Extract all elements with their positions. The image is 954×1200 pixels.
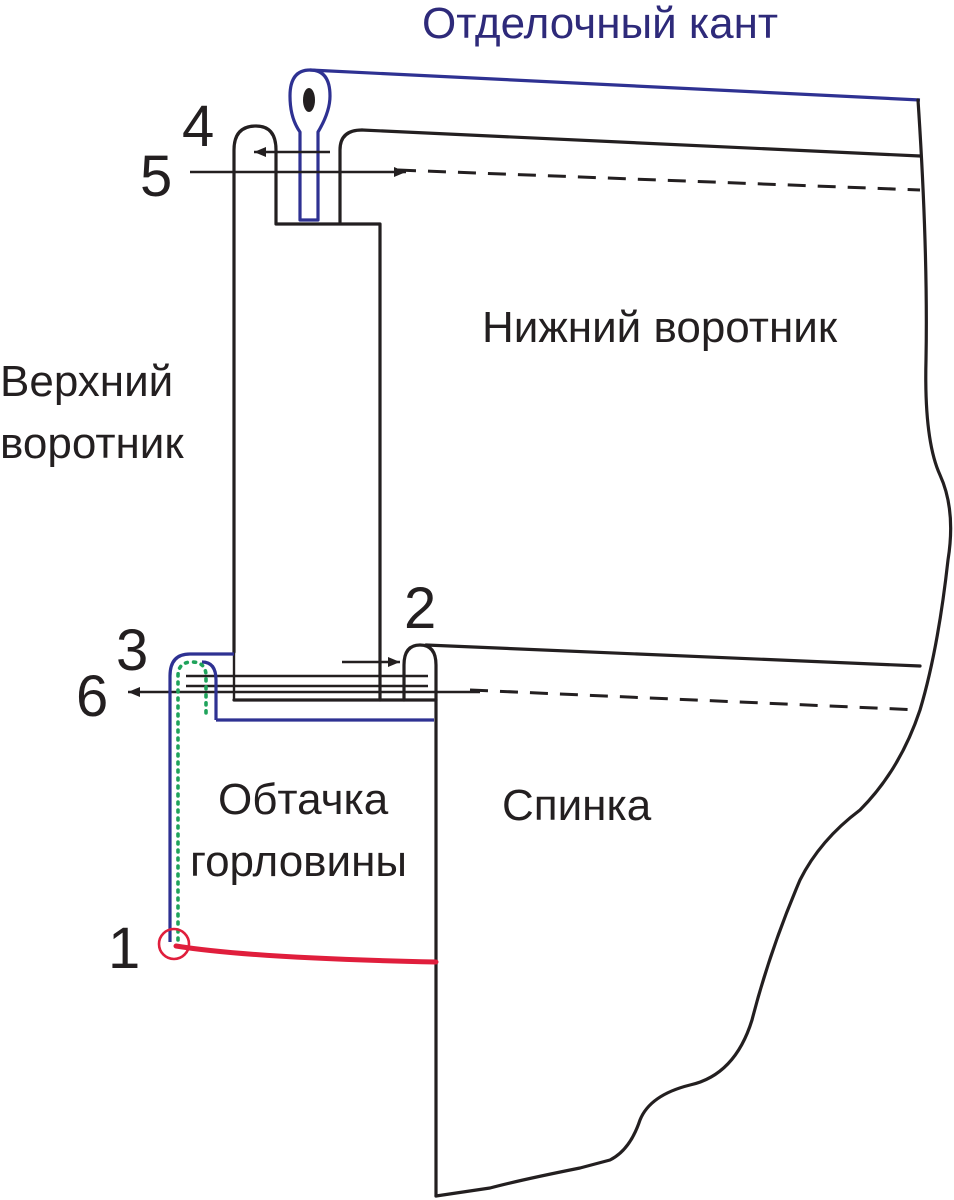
lower-collar-fold-right bbox=[338, 128, 364, 224]
red-seam-line bbox=[173, 943, 439, 965]
neckline-facing bbox=[168, 652, 434, 942]
piping-cord-dot bbox=[303, 88, 315, 112]
marker-5: 5 bbox=[140, 144, 172, 209]
label-facing-1: Обтачка bbox=[218, 775, 389, 824]
back-piece bbox=[402, 643, 922, 1198]
marker-1: 1 bbox=[108, 916, 140, 981]
marker-6: 6 bbox=[76, 664, 108, 729]
arrowhead-4 bbox=[254, 147, 266, 157]
lower-collar-dashed-seam bbox=[397, 168, 921, 192]
label-upper-collar-1: Верхний bbox=[0, 357, 173, 406]
upper-collar-outline bbox=[232, 124, 382, 702]
piping-fold bbox=[288, 68, 332, 222]
point-1-circle bbox=[157, 927, 191, 961]
back-fold-2 bbox=[402, 643, 438, 1198]
marker-2: 2 bbox=[404, 576, 436, 641]
neckline-band bbox=[128, 657, 480, 702]
shoulder-seam bbox=[157, 927, 439, 965]
label-finishing-piping: Отделочный кант bbox=[422, 0, 778, 48]
label-facing-2: горловины bbox=[190, 837, 407, 886]
piping-top-edge bbox=[309, 68, 921, 102]
arrows-top bbox=[190, 147, 406, 177]
upper-collar bbox=[232, 124, 382, 702]
back-top-edge bbox=[424, 643, 922, 668]
arrowhead-2 bbox=[388, 657, 400, 667]
arrowhead-6 bbox=[128, 687, 140, 697]
label-lower-collar: Нижний воротник bbox=[482, 303, 838, 352]
lower-collar-outline bbox=[360, 128, 922, 158]
finishing-piping bbox=[288, 68, 921, 222]
lower-collar bbox=[338, 128, 922, 224]
marker-3: 3 bbox=[116, 618, 148, 683]
back-dashed-seam bbox=[469, 688, 921, 712]
facing-piping-outline bbox=[168, 652, 434, 942]
facing-stitch-dotted bbox=[176, 660, 208, 942]
arrowhead-5 bbox=[394, 167, 406, 177]
label-upper-collar-2: воротник bbox=[0, 419, 184, 468]
marker-4: 4 bbox=[182, 94, 214, 159]
right-contour bbox=[434, 98, 953, 1198]
label-back: Спинка bbox=[502, 781, 652, 830]
